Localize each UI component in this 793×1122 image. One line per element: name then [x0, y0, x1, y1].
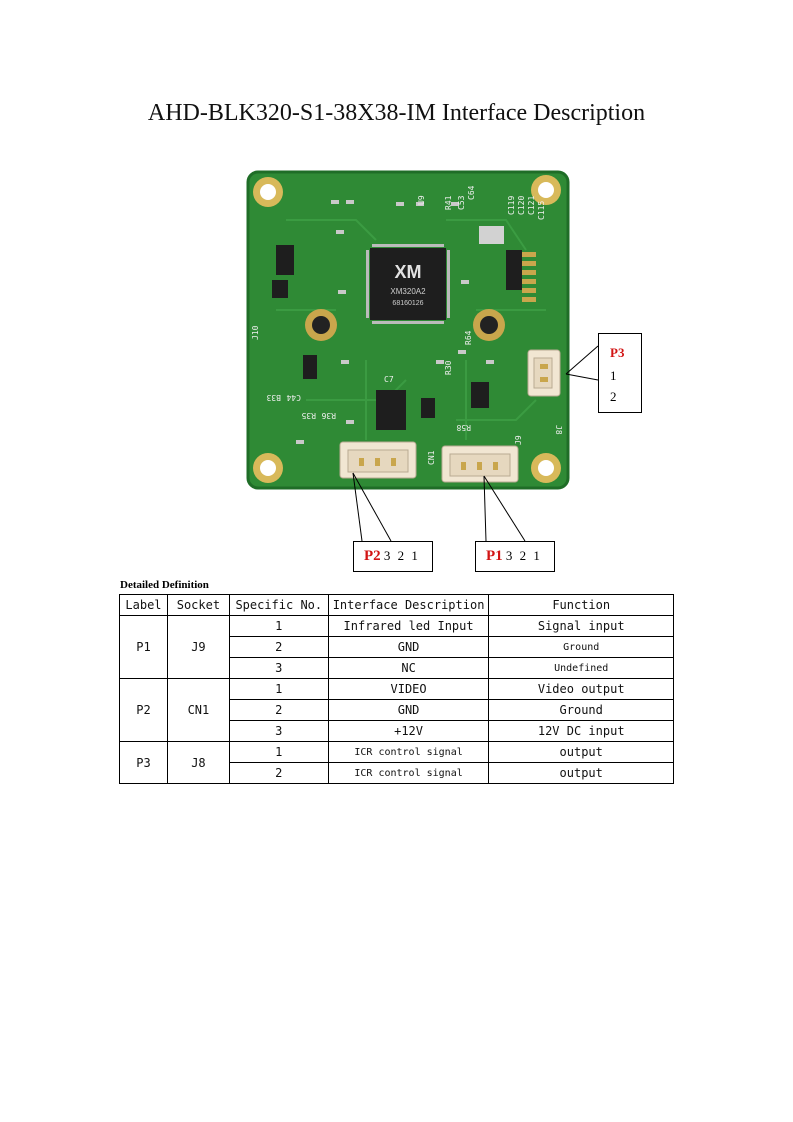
silk-r30: R30 [444, 360, 453, 375]
table-header-row: Label Socket Specific No. Interface Desc… [119, 594, 674, 616]
passive-components [296, 200, 494, 444]
pcb-board-drawing: XM XM320A2 68160126 J10 [246, 170, 570, 490]
cell-no: 2 [228, 636, 329, 658]
silkscreen-labels: J10 CN1 J9 J8 R36 R35 C44 B33 U9 R41 C53… [251, 185, 563, 465]
cell-desc: ICR control signal [327, 741, 490, 763]
table-row: P3 J8 1 ICR control signal output [119, 741, 674, 784]
group-label: P2 [119, 678, 168, 742]
chip-brand: XM [395, 262, 422, 282]
callout-p1-pins: 3 2 1 [505, 548, 542, 563]
silk-u9: U9 [417, 195, 426, 205]
silk-b33: B33 [266, 393, 281, 402]
connector-j8 [527, 349, 561, 397]
table-row: 2 GND Ground [120, 636, 674, 658]
pcb-board [248, 172, 568, 488]
cell-func: 12V DC input [488, 720, 674, 742]
mounting-holes [253, 175, 561, 483]
cell-func: Signal input [488, 615, 674, 637]
callout-p3-pin2: 2 [610, 389, 617, 404]
header-socket: Socket [166, 594, 230, 616]
silk-r58: R58 [456, 423, 471, 432]
small-components [272, 245, 522, 430]
cell-desc: ICR control signal [327, 762, 490, 784]
cell-no: 1 [228, 678, 329, 700]
chip-code: 68160126 [392, 300, 423, 307]
group-socket: J8 [166, 741, 230, 784]
silk-cn1: CN1 [427, 450, 436, 465]
table-row: 2 ICR control signal output [120, 762, 674, 784]
chip-model: XM320A2 [390, 287, 426, 296]
pin-header [522, 252, 536, 302]
table-row: 2 GND Ground [120, 699, 674, 721]
silk-r64: R64 [464, 330, 473, 345]
table-row: P2 CN1 1 VIDEO Video output [119, 678, 674, 742]
connector-cn1 [339, 441, 417, 479]
header-label: Label [119, 594, 168, 616]
silk-c120: C120 [517, 196, 526, 215]
cell-desc: Infrared led Input [327, 615, 490, 637]
callout-p3: P3 1 2 [598, 333, 642, 413]
cell-func: Video output [488, 678, 674, 700]
silk-c64: C64 [467, 185, 476, 200]
crystal [479, 226, 504, 244]
connector-j9 [441, 445, 519, 483]
silk-c44: C44 [286, 393, 301, 402]
header-interface-description: Interface Description [327, 594, 490, 616]
cell-desc: GND [327, 636, 490, 658]
callout-p2: P2 3 2 1 [353, 541, 433, 572]
silk-j10: J10 [251, 325, 260, 340]
silk-c7: C7 [384, 375, 394, 384]
table-row: 3 NC Undefined [120, 657, 674, 679]
callout-p3-label: P3 [610, 345, 625, 360]
callout-p1-label: P1 [486, 548, 503, 564]
section-label: Detailed Definition [120, 579, 209, 591]
cell-desc: GND [327, 699, 490, 721]
callout-p2-label: P2 [364, 548, 381, 564]
header-function: Function [488, 594, 674, 616]
silk-j8: J8 [554, 425, 563, 435]
cell-no: 3 [228, 720, 329, 742]
cell-func: Ground [488, 699, 674, 721]
cell-func: Undefined [488, 657, 674, 679]
silk-r41: R41 [444, 195, 453, 210]
silk-c119: C119 [507, 196, 516, 215]
cell-desc: VIDEO [327, 678, 490, 700]
header-specific-no: Specific No. [228, 594, 329, 616]
group-socket: CN1 [166, 678, 230, 742]
silk-r35: R35 [301, 411, 316, 420]
group-label: P1 [119, 615, 168, 679]
pcb-photo: XM XM320A2 68160126 J10 [246, 160, 576, 495]
cell-desc: +12V [327, 720, 490, 742]
cell-no: 1 [228, 615, 329, 637]
silk-c115: C115 [537, 201, 546, 220]
callout-p2-pins: 3 2 1 [383, 548, 420, 563]
cell-no: 3 [228, 657, 329, 679]
cell-func: output [488, 741, 674, 763]
interface-table: Label Socket Specific No. Interface Desc… [119, 594, 674, 784]
lens-holes [305, 309, 505, 341]
group-socket: J9 [166, 615, 230, 679]
cell-no: 2 [228, 699, 329, 721]
silk-c121: C121 [527, 196, 536, 215]
cell-no: 1 [228, 741, 329, 763]
callout-p1: P1 3 2 1 [475, 541, 555, 572]
cell-func: output [488, 762, 674, 784]
table-row: P1 J9 1 Infrared led Input Signal input [119, 615, 674, 679]
callout-p3-pin1: 1 [610, 368, 617, 383]
cell-func: Ground [488, 636, 674, 658]
cell-no: 2 [228, 762, 329, 784]
silk-j9: J9 [514, 435, 523, 445]
cell-desc: NC [327, 657, 490, 679]
silk-r36: R36 [321, 411, 336, 420]
group-label: P3 [119, 741, 168, 784]
document-title: AHD-BLK320-S1-38X38-IM Interface Descrip… [147, 100, 646, 126]
main-chip: XM XM320A2 68160126 [366, 244, 450, 324]
silk-c53: C53 [457, 195, 466, 210]
